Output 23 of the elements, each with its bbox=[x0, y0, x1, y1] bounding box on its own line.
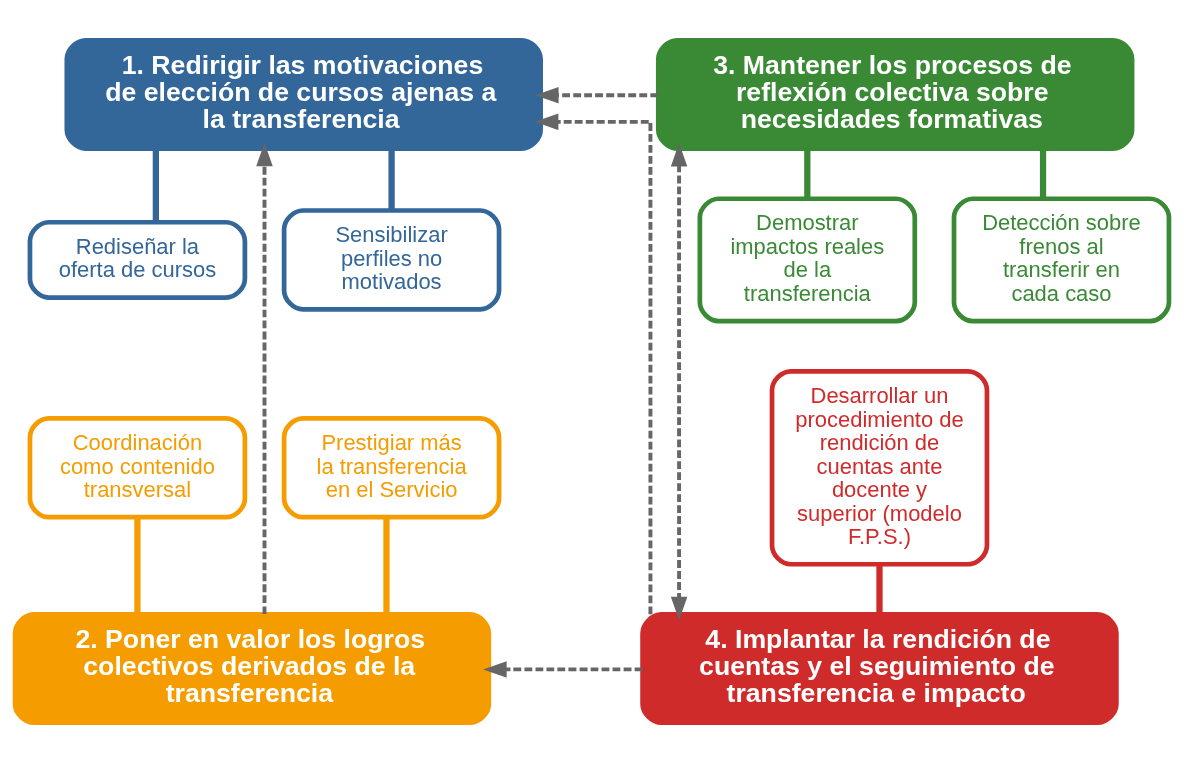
node-box: Detección sobre frenos al transferir en cada caso bbox=[951, 195, 1172, 323]
connector bbox=[1039, 148, 1047, 199]
node-box: Coordinación como contenido transversal bbox=[27, 415, 248, 520]
node-box: Desarrollar un procedimiento de rendición de cuentas ante docente y superior (modelo F.P.S.) bbox=[769, 368, 990, 567]
node-box: Prestigiar más la transferencia en el Servicio bbox=[281, 415, 502, 520]
arrow bbox=[534, 113, 653, 614]
arrow bbox=[483, 660, 643, 678]
node-box: Sensibilizar perfiles no motivados bbox=[281, 207, 502, 312]
node-box: 3. Mantener los procesos de reflexión colectiva sobre necesidades formativas bbox=[655, 37, 1135, 151]
node-box: 2. Poner en valor los logros colectivos derivados de la transferencia bbox=[12, 611, 492, 725]
arrow bbox=[256, 142, 273, 614]
node-box: 1. Redirigir las motivaciones de elección de cursos ajenas a la transferencia bbox=[64, 37, 543, 151]
node-box: 4. Implantar la rendición de cuentas y el seguimiento de transferencia e impacto bbox=[640, 611, 1119, 725]
connector bbox=[134, 516, 141, 614]
connector bbox=[804, 148, 811, 199]
node-box: Demostrar impactos reales de la transferencia bbox=[697, 195, 918, 323]
arrow bbox=[535, 86, 658, 103]
connector bbox=[383, 516, 390, 614]
arrow bbox=[670, 142, 688, 620]
connector bbox=[388, 148, 395, 210]
connector bbox=[876, 564, 883, 614]
connector bbox=[152, 148, 159, 222]
node-box: Rediseñar la oferta de cursos bbox=[27, 219, 248, 300]
